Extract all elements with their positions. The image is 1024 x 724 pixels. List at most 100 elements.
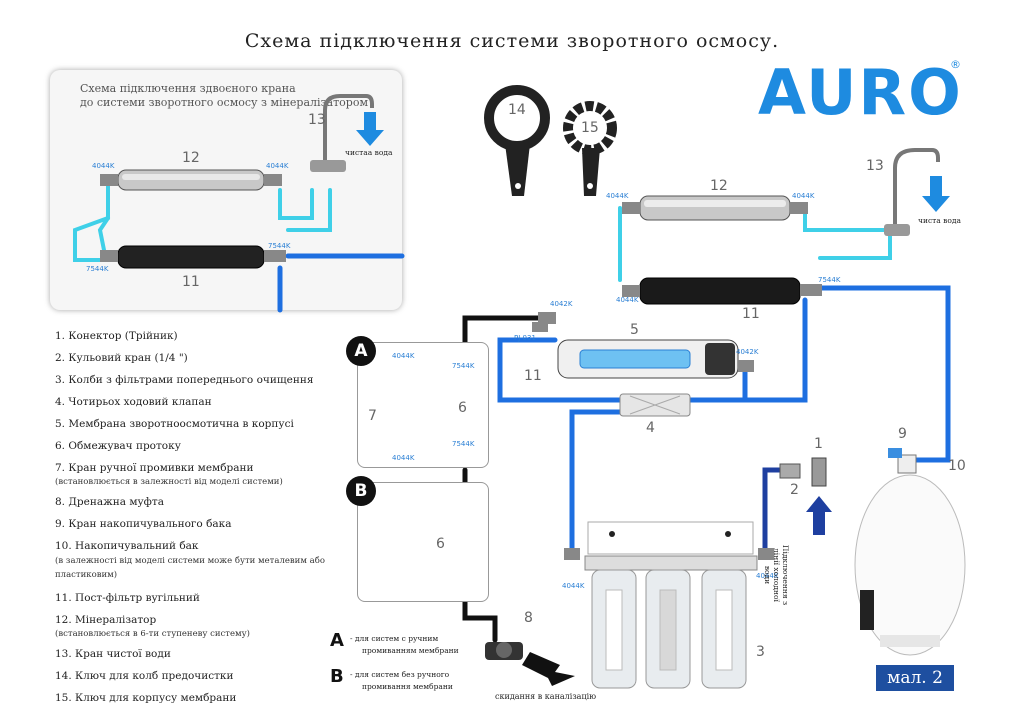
code-4044-f3: 4044K (756, 572, 779, 580)
legend-item-15: 15. Ключ для корпусу мембрани (55, 692, 237, 704)
label-13: 13 (866, 158, 884, 174)
code-4044-a1: 4044K (392, 352, 415, 360)
membrane-cap (705, 343, 735, 375)
inset-faucet-base (310, 160, 346, 172)
code-7544-a1: 7544K (452, 362, 475, 370)
code-4042-top: 4042K (550, 300, 573, 308)
box-b-badge: B (346, 476, 376, 506)
legend-item-7-sub: (встановлюється в залежності від моделі … (55, 477, 283, 487)
legend-item-12: 12. Мінералізатор (55, 614, 157, 626)
label-12: 12 (710, 178, 728, 194)
code-4044-a2: 4044K (392, 454, 415, 462)
legend-item-9: 9. Кран накопичувального бака (55, 518, 232, 530)
code-4044-f1: 4044K (562, 582, 585, 590)
legend-item-1: 1. Конектор (Трійник) (55, 330, 178, 342)
carbon-filter-11 (639, 277, 801, 305)
legend-item-11: 11. Пост-фільтр вугільний (55, 592, 200, 604)
fitting-pj (532, 322, 548, 332)
legend-item-10: 10. Накопичувальний бак (55, 540, 199, 552)
code-4044-12r: 4044K (792, 192, 815, 200)
option-box-a (357, 342, 489, 468)
fitting-4042-mem (738, 360, 754, 372)
clean-water-label: чиста вода (918, 216, 961, 225)
inset-fitting-12l (100, 174, 118, 186)
legend-item-3: 3. Колби з фільтрами попереднього очищен… (55, 374, 314, 386)
pipe-blue-valve-to-filter (569, 409, 643, 553)
valve-detail (629, 395, 681, 415)
legend-item-10-sub: (в залежності від моделі системи може бу… (55, 556, 325, 566)
drain-saddle-8 (485, 642, 575, 686)
code-4042-mem: 4042K (736, 348, 759, 356)
pipe-blue-11-down (757, 297, 808, 403)
legend-item-12-sub: (встановлюється в 6-ти ступеневу систему… (55, 629, 250, 639)
connector-1 (811, 457, 827, 487)
code-7544-a2: 7544K (452, 440, 475, 448)
inset-code-7544-left: 7544K (86, 265, 109, 273)
mineralizer-12 (639, 195, 791, 221)
figure-label: мал. 2 (876, 665, 954, 691)
legend-item-4: 4. Чотирьох ходовий клапан (55, 396, 212, 408)
label-14: 14 (508, 102, 526, 118)
label-2: 2 (790, 482, 799, 498)
drain-label: скидання в каналізацію (495, 692, 597, 701)
inset-fitting-12r (264, 174, 282, 186)
fitting-12l (622, 202, 640, 214)
legend-item-14: 14. Ключ для колб предочистки (55, 670, 234, 682)
note-b-text2: промивання мембрани (362, 682, 453, 691)
label-3: 3 (756, 644, 765, 660)
storage-tank-10 (854, 448, 966, 656)
note-a-text1: - для систем с ручним (350, 634, 439, 643)
pipe-cyan-faucet-return (818, 228, 892, 260)
main-pipes (462, 206, 951, 643)
label-4: 4 (646, 420, 655, 436)
pipe-black-drain-top (462, 315, 543, 345)
legend-item-13: 13. Кран чистої води (55, 648, 171, 660)
label-7: 7 (368, 408, 377, 424)
pipe-cyan-12-faucet (803, 208, 892, 232)
mineralizer-12-highlight (644, 200, 786, 207)
inset-title-line1: Схема підключення здвоєного крана (80, 82, 296, 95)
water-supply-arrow-icon (806, 496, 832, 535)
fitting-11l (622, 285, 640, 297)
label-5: 5 (630, 322, 639, 338)
legend-item-2: 2. Кульовий кран (1/4 ") (55, 352, 188, 364)
inset-pipes (73, 182, 405, 313)
legend-item-8: 8. Дренажна муфта (55, 496, 164, 508)
note-a-text2: промиванням мембрани (362, 646, 459, 655)
note-a-letter: A (330, 630, 344, 651)
fitting-11r (800, 284, 822, 296)
pipe-blue-membrane-in (497, 337, 623, 403)
option-box-b (357, 482, 489, 602)
inset-cyan-pipe-left (73, 182, 110, 262)
inset-label-11: 11 (182, 274, 200, 290)
membrane-element (579, 349, 691, 369)
inset-carbon-filter-11 (117, 245, 265, 269)
wrench-14 (484, 85, 550, 196)
brand-registered: ® (950, 58, 961, 71)
label-6-a: 6 (458, 400, 467, 416)
clean-water-arrow-icon (922, 176, 950, 212)
inset-faucet (323, 94, 374, 170)
inset-clean-water-label: чистаа вода (345, 148, 393, 157)
code-4044-12l: 4044K (606, 192, 629, 200)
wrench-15 (563, 101, 617, 196)
inset-fitting-11r (264, 250, 286, 262)
pipe-inlet (762, 467, 793, 553)
faucet-13 (893, 148, 940, 232)
brand-logo: AURO (758, 56, 963, 129)
code-7544-11r: 7544K (818, 276, 841, 284)
label-8: 8 (524, 610, 533, 626)
pipe-black-drain-bottom (462, 597, 498, 643)
water-supply-label: Підключення з лінії холодної води (763, 544, 790, 606)
inset-code-7544-right: 7544K (268, 242, 291, 250)
inset-title-line2: до системи зворотного осмосу з мінераліз… (80, 96, 369, 109)
label-6-b: 6 (436, 536, 445, 552)
inset-label-13: 13 (308, 112, 326, 128)
label-15: 15 (581, 120, 599, 136)
label-11-main: 11 (742, 306, 760, 322)
note-b-text1: - для систем без ручного (350, 670, 450, 679)
legend-item-10-sub2: пластиковим) (55, 570, 118, 580)
prefilter-housings-3 (564, 521, 774, 689)
inset-clean-water-arrow-icon (356, 112, 384, 146)
